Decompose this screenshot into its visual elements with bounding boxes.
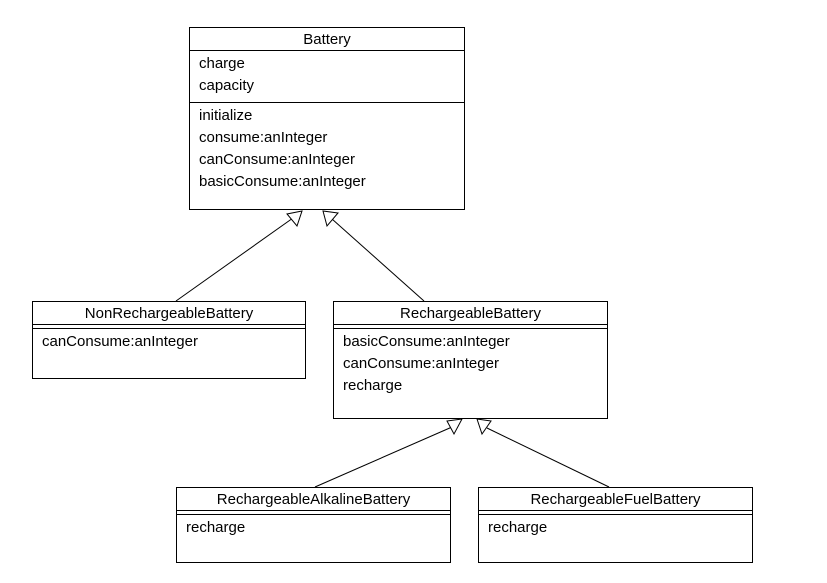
method: initialize [199,107,253,124]
generalization-arrowhead [322,210,339,228]
generalization-arrowhead [476,418,492,436]
attribute: capacity [199,77,255,94]
method: canConsume:anInteger [343,355,499,372]
method: basicConsume:anInteger [343,333,510,350]
attribute: charge [199,55,245,72]
method: recharge [488,519,548,536]
attributes-compartment [334,324,607,328]
method: recharge [343,377,403,394]
generalization-line [175,217,294,302]
methods-compartment: recharge [479,514,752,539]
class-name: RechargeableBattery [400,305,541,322]
class-rechargeable-battery: RechargeableBattery basicConsume:anInteg… [333,301,608,419]
class-rechargeable-alkaline-battery: RechargeableAlkalineBattery recharge [176,487,451,563]
generalization-line [331,218,425,302]
method: canConsume:anInteger [199,151,355,168]
methods-compartment: basicConsume:anInteger canConsume:anInte… [334,328,607,397]
methods-compartment: initialize consume:anInteger canConsume:… [190,102,464,193]
class-battery: Battery charge capacity initialize consu… [189,27,465,210]
attributes-compartment: charge capacity [190,50,464,102]
class-name: NonRechargeableBattery [84,305,254,322]
methods-compartment: recharge [177,514,450,539]
attributes-compartment [33,324,305,328]
method: consume:anInteger [199,129,328,146]
method: basicConsume:anInteger [199,173,366,190]
class-name: RechargeableAlkalineBattery [216,491,411,508]
generalization-line [486,427,610,488]
class-non-rechargeable-battery: NonRechargeableBattery canConsume:anInte… [32,301,306,379]
attributes-compartment [479,510,752,514]
class-rechargeable-fuel-battery: RechargeableFuelBattery recharge [478,487,753,563]
generalization-line [314,426,453,488]
generalization-arrowhead [446,418,463,436]
class-name: Battery [303,31,351,48]
methods-compartment: canConsume:anInteger [33,328,305,353]
method: canConsume:anInteger [42,333,198,350]
attributes-compartment [177,510,450,514]
class-name: RechargeableFuelBattery [530,491,701,508]
generalization-arrowhead [286,210,303,228]
method: recharge [186,519,246,536]
